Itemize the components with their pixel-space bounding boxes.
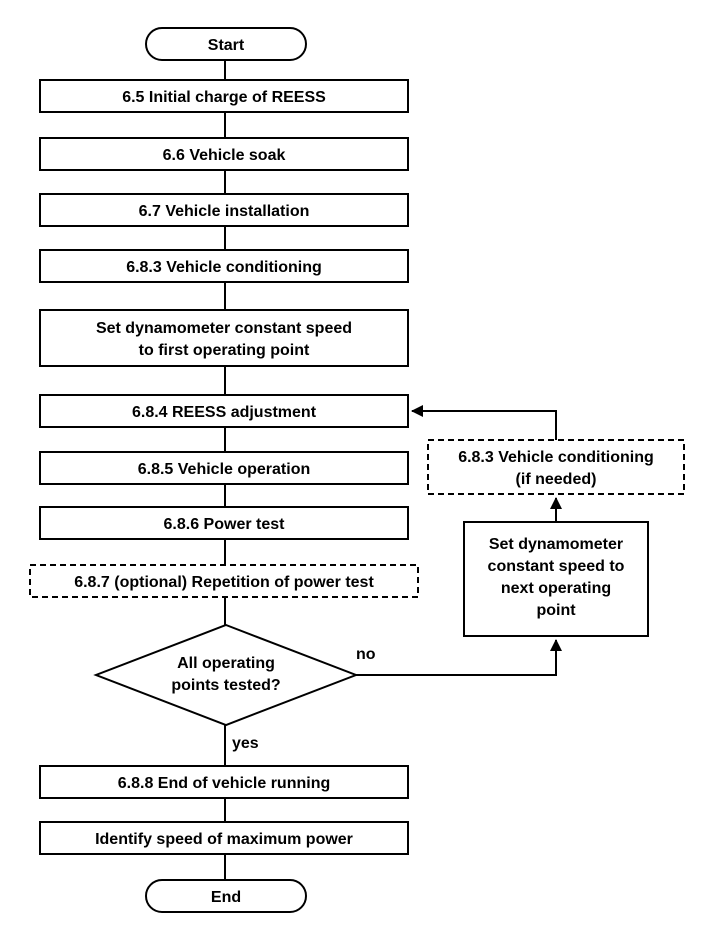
step-vehicle-operation-label: 6.8.5 Vehicle operation xyxy=(138,461,311,478)
loop-conditioning-line-2: (if needed) xyxy=(516,471,597,488)
step-vehicle-installation-label: 6.7 Vehicle installation xyxy=(139,203,310,220)
no-branch-arrow xyxy=(356,639,562,676)
step-vehicle-soak-label: 6.6 Vehicle soak xyxy=(163,147,286,164)
end-label: End xyxy=(211,889,241,906)
decision-line-2: points tested? xyxy=(171,677,280,694)
loop-return-arrow xyxy=(411,405,557,440)
yes-label: yes xyxy=(232,735,259,752)
step-end-vehicle-running xyxy=(39,765,409,799)
end-terminal xyxy=(145,879,307,913)
loop-set-next-point-line-2: constant speed to xyxy=(488,558,625,575)
step-end-vehicle-running-label: 6.8.8 End of vehicle running xyxy=(118,775,330,792)
decision-line-1: All operating xyxy=(177,655,275,672)
decision-all-points-tested xyxy=(93,623,359,727)
step-power-test-label: 6.8.6 Power test xyxy=(164,516,286,533)
step-initial-charge xyxy=(39,79,409,113)
loop-set-next-point-line-1: Set dynamometer xyxy=(489,536,623,553)
step-vehicle-soak xyxy=(39,137,409,171)
step-repetition-power-test xyxy=(29,564,419,598)
step-set-first-point-line-1: Set dynamometer constant speed xyxy=(96,320,352,337)
step-set-first-point-line-2: to first operating point xyxy=(139,342,310,359)
no-label: no xyxy=(356,646,376,663)
step-identify-speed xyxy=(39,821,409,855)
step-vehicle-conditioning-label: 6.8.3 Vehicle conditioning xyxy=(126,259,322,276)
loop-set-next-point-line-4: point xyxy=(536,602,576,619)
start-terminal xyxy=(145,27,307,61)
step-vehicle-operation xyxy=(39,451,409,485)
step-power-test xyxy=(39,506,409,540)
step-vehicle-installation xyxy=(39,193,409,227)
step-set-first-point xyxy=(39,309,409,367)
loop-set-next-point xyxy=(463,521,649,637)
loop-conditioning-if-needed xyxy=(427,439,685,495)
loop-conditioning-line-1: 6.8.3 Vehicle conditioning xyxy=(458,449,654,466)
step-identify-speed-label: Identify speed of maximum power xyxy=(95,831,353,848)
step-initial-charge-label: 6.5 Initial charge of REESS xyxy=(122,89,326,106)
step-vehicle-conditioning xyxy=(39,249,409,283)
start-label: Start xyxy=(208,37,245,54)
step-reess-adjustment-label: 6.8.4 REESS adjustment xyxy=(132,404,317,421)
step-repetition-power-test-label: 6.8.7 (optional) Repetition of power tes… xyxy=(74,574,374,591)
loop-set-next-point-line-3: next operating xyxy=(501,580,611,597)
step-reess-adjustment xyxy=(39,394,409,428)
